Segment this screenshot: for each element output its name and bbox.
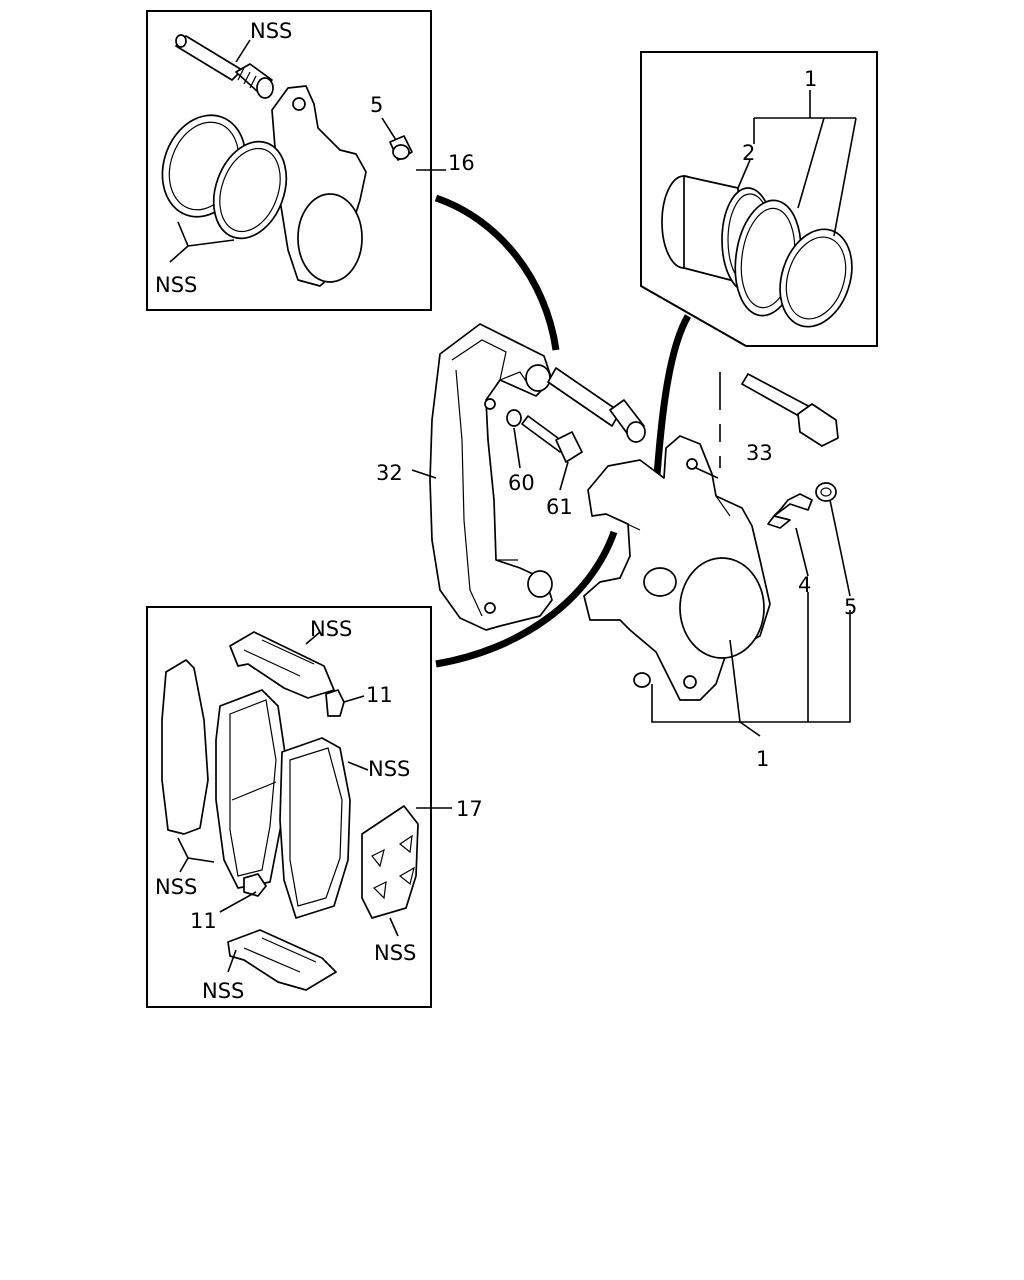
guide-pin-bracket [547, 367, 646, 443]
piston-drawing [661, 175, 853, 328]
bolt-33 [741, 373, 839, 447]
brake-pad-outer-drawing [215, 689, 287, 889]
cap-5-drawing [389, 135, 413, 161]
brake-pad-inner-drawing [279, 737, 351, 919]
label-nss-inner-pad: NSS [368, 757, 410, 781]
lower-anti-rattle-clip [227, 929, 337, 991]
label-33: 33 [746, 441, 773, 465]
label-4: 4 [798, 573, 811, 597]
label-nss-outer-shim: NSS [155, 875, 197, 899]
retainer-clip-11-top [325, 689, 345, 717]
label-11-bottom: 11 [190, 909, 217, 933]
cap-5-caliper [815, 482, 837, 502]
bolt-61 [521, 415, 583, 463]
outer-shim-drawing [161, 659, 209, 835]
label-2: 2 [742, 141, 755, 165]
label-1-piston: 1 [804, 67, 817, 91]
retainer-clip-11-bottom [243, 873, 267, 897]
bracket-drawing [271, 85, 367, 287]
label-nss-pin: NSS [250, 19, 292, 43]
label-5-top: 5 [370, 93, 383, 117]
inset-box-piston: 1 2 [640, 51, 878, 347]
label-nss-inner-shim: NSS [374, 941, 416, 965]
inset-box-seal-kit: NSS 5 NSS 16 [146, 10, 475, 311]
label-16: 16 [448, 151, 475, 175]
label-nss-seals: NSS [155, 273, 197, 297]
label-60: 60 [508, 471, 535, 495]
inset-box-pad-kit: NSS 11 NSS 17 NSS 11 NSS NSS [146, 606, 483, 1008]
label-11-top: 11 [366, 683, 393, 707]
label-1-caliper: 1 [756, 747, 769, 771]
caliper-bracket-32 [429, 323, 553, 631]
caliper-body-1 [583, 435, 771, 701]
inner-shim-drawing [361, 805, 419, 919]
label-32: 32 [376, 461, 403, 485]
bleeder-screw-4 [767, 493, 813, 529]
label-5-caliper: 5 [844, 595, 857, 619]
washer-60 [506, 409, 522, 427]
label-nss-upper-clip: NSS [310, 617, 352, 641]
guide-pin-drawing [175, 34, 274, 99]
label-nss-lower-clip: NSS [202, 979, 244, 1003]
label-61: 61 [546, 495, 573, 519]
seal-rings-drawing [161, 114, 288, 240]
label-17: 17 [456, 797, 483, 821]
upper-anti-rattle-clip [229, 631, 335, 699]
small-screw [633, 672, 651, 688]
